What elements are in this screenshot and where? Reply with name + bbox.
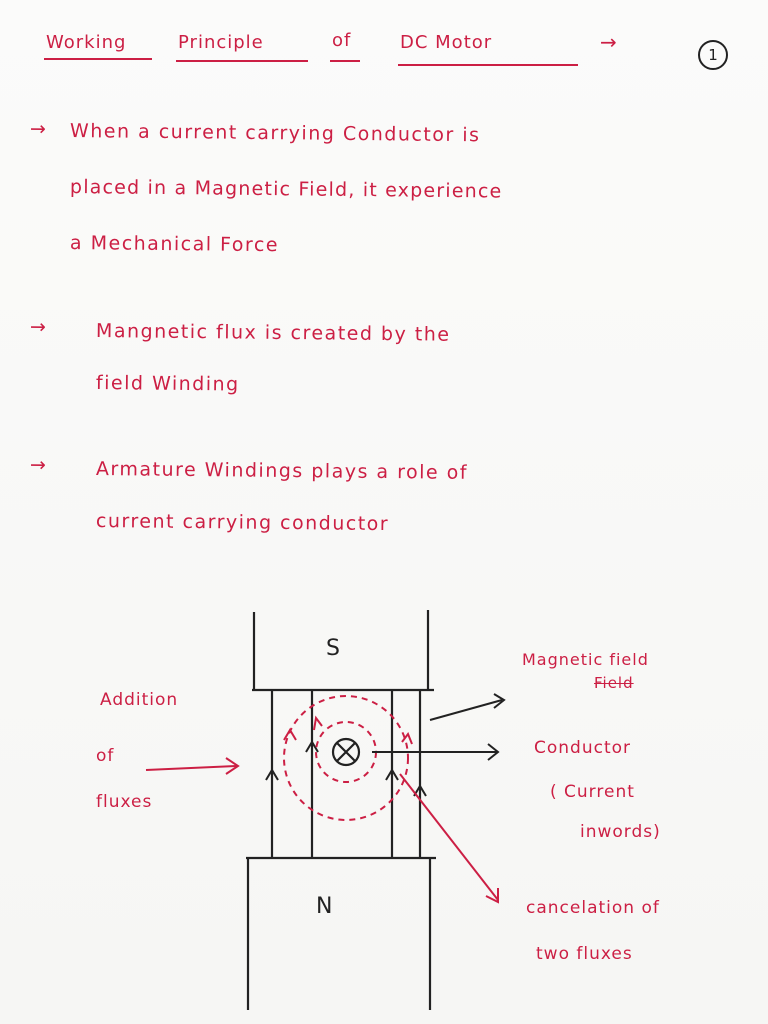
label-current: ( Current <box>550 782 635 802</box>
arrow-cancel <box>399 773 499 901</box>
label-addition: Addition <box>100 690 179 710</box>
pole-south-label: S <box>326 636 340 661</box>
flux-lines <box>270 690 422 858</box>
label-cancelation: cancelation of <box>526 898 660 918</box>
flux-arrows <box>265 740 427 797</box>
label-of: of <box>96 746 115 766</box>
title-word-of: of <box>332 30 352 51</box>
title-underline-4 <box>398 64 578 66</box>
title-underline-2 <box>176 60 308 62</box>
title-word-working: Working <box>46 32 127 53</box>
page-number-badge: 1 <box>698 40 728 70</box>
label-two-fluxes: two fluxes <box>536 944 633 964</box>
title-word-principle: Principle <box>178 32 264 53</box>
label-field-struck: Field <box>594 674 634 692</box>
field-direction-arrows <box>283 715 413 745</box>
conductor-field-circles <box>283 695 409 821</box>
label-conductor: Conductor <box>534 738 632 758</box>
arrow-magnetic-field <box>429 699 503 721</box>
conductor-symbol <box>331 737 361 767</box>
conductor-cross <box>336 742 356 762</box>
arrow-addition <box>145 765 237 771</box>
north-pole <box>246 856 436 1010</box>
title-arrow: → <box>600 30 618 54</box>
page-number: 1 <box>708 46 718 64</box>
label-arrows <box>145 693 506 904</box>
label-inwards: inwords) <box>580 822 661 842</box>
title-underline-1 <box>44 58 152 60</box>
pole-north-label: N <box>316 894 333 919</box>
title-underline-3 <box>330 60 360 62</box>
label-magnetic-field: Magnetic field <box>522 650 649 669</box>
title-word-dc-motor: DC Motor <box>400 32 493 53</box>
south-pole <box>252 610 434 692</box>
label-fluxes: fluxes <box>96 792 153 812</box>
